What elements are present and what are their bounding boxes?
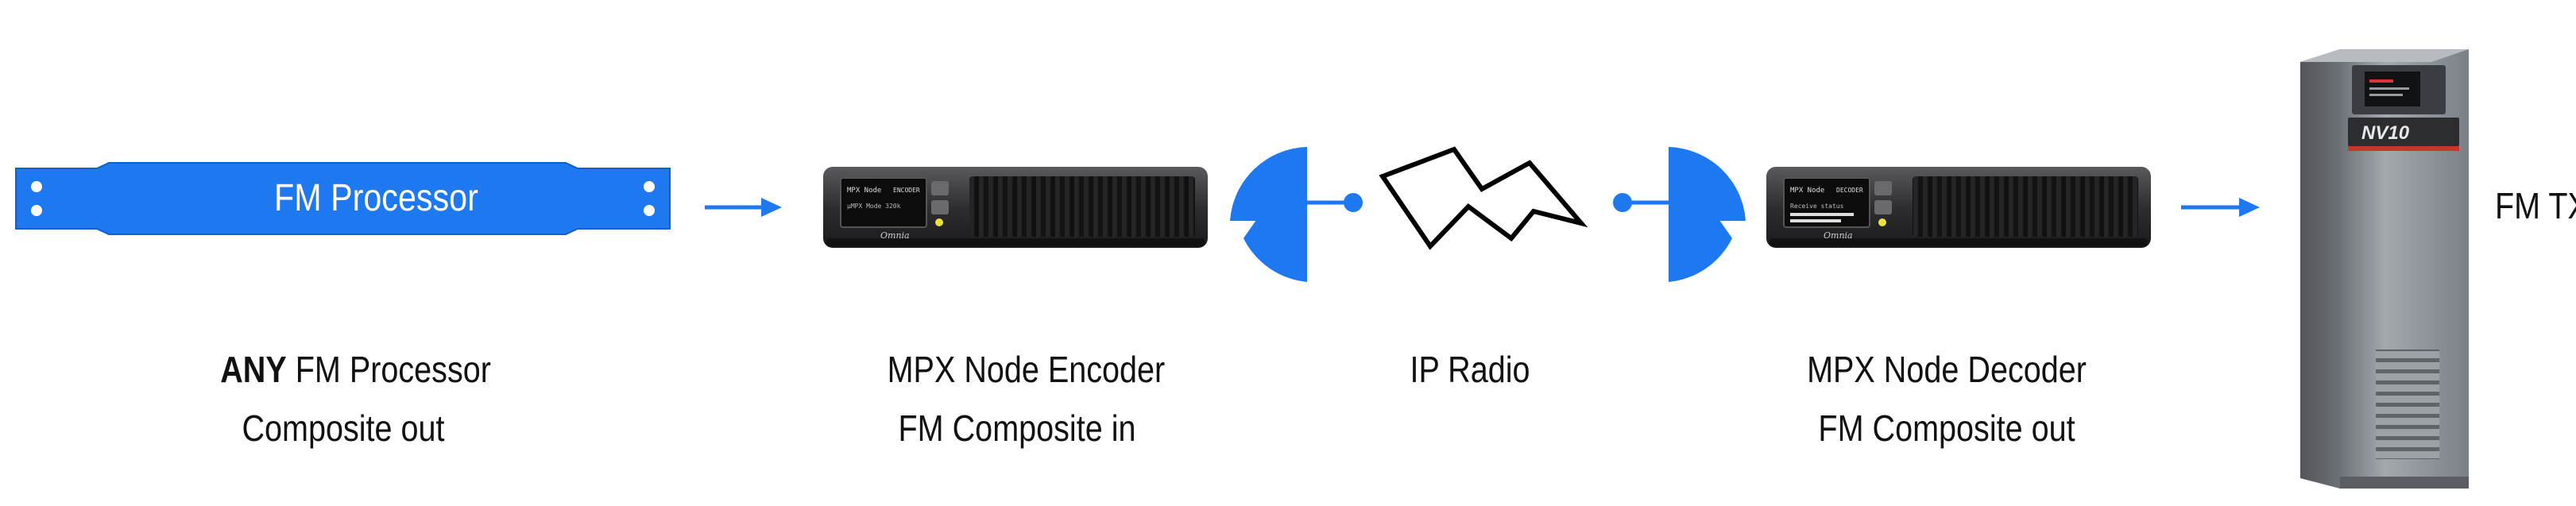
mpx-node-encoder-unit: MPX Node ENCODER µMPX Mode 320k Omnia xyxy=(823,167,1208,248)
fm-tx-label: FM TX xyxy=(2495,185,2576,226)
svg-text:MPX Node: MPX Node xyxy=(1790,187,1824,195)
rack-screw-icon xyxy=(31,181,42,192)
transmitter-badge xyxy=(2348,118,2459,146)
arrow-decoder-to-transmitter xyxy=(2181,198,2260,217)
svg-text:DECODER: DECODER xyxy=(1836,187,1863,194)
svg-text:NV10: NV10 xyxy=(2361,122,2410,144)
decoder-status-led xyxy=(1878,218,1886,226)
processor-caption-line1: ANY FM Processor xyxy=(220,340,491,399)
processor-caption-line2: Composite out xyxy=(242,408,445,449)
decoder-button xyxy=(1874,200,1892,214)
svg-text:Omnia: Omnia xyxy=(1824,230,1853,241)
transmitter-vent-grille xyxy=(2376,350,2439,459)
fm-processor-label: FM Processor xyxy=(274,177,478,219)
encoder-button xyxy=(931,200,949,214)
radio-caption-line1: IP Radio xyxy=(1410,349,1530,390)
encoder-button xyxy=(931,181,949,195)
processor-caption: ANY FM Processor Composite out xyxy=(220,340,491,458)
lightning-bolt-icon xyxy=(1379,146,1588,250)
svg-text:MPX Node: MPX Node xyxy=(847,187,881,195)
encoder-caption-line2: FM Composite in xyxy=(898,408,1136,449)
decoder-caption-line1: MPX Node Decoder xyxy=(1807,349,2087,390)
left-dish-icon xyxy=(1230,147,1363,282)
rack-screw-icon xyxy=(644,205,655,216)
decoder-caption: MPX Node Decoder FM Composite out xyxy=(1803,340,2090,458)
processor-caption-rest: FM Processor xyxy=(286,349,491,390)
rack-screw-icon xyxy=(31,205,42,216)
fm-transmitter-cabinet: NV10 xyxy=(2300,49,2469,489)
right-dish-icon xyxy=(1613,147,1746,282)
radio-caption: IP Radio xyxy=(1388,340,1552,399)
decoder-button xyxy=(1874,181,1892,195)
arrow-processor-to-encoder xyxy=(705,198,782,217)
svg-text:Receive status: Receive status xyxy=(1790,203,1844,210)
mpx-node-decoder-unit: MPX Node DECODER Receive status Omnia xyxy=(1766,167,2151,248)
encoder-caption-line1: MPX Node Encoder xyxy=(887,349,1166,390)
svg-text:µMPX Mode 320k: µMPX Mode 320k xyxy=(847,203,901,210)
processor-caption-bold: ANY xyxy=(220,349,287,390)
encoder-status-led xyxy=(935,218,943,226)
svg-text:ENCODER: ENCODER xyxy=(893,187,920,194)
encoder-caption: MPX Node Encoder FM Composite in xyxy=(887,340,1166,458)
decoder-vent-grille xyxy=(1913,176,2138,237)
fm-processor-rack xyxy=(15,162,671,235)
rack-screw-icon xyxy=(644,181,655,192)
svg-text:Omnia: Omnia xyxy=(880,230,910,241)
encoder-vent-grille xyxy=(969,176,1195,237)
encoder-display xyxy=(840,177,927,228)
decoder-caption-line2: FM Composite out xyxy=(1818,408,2075,449)
